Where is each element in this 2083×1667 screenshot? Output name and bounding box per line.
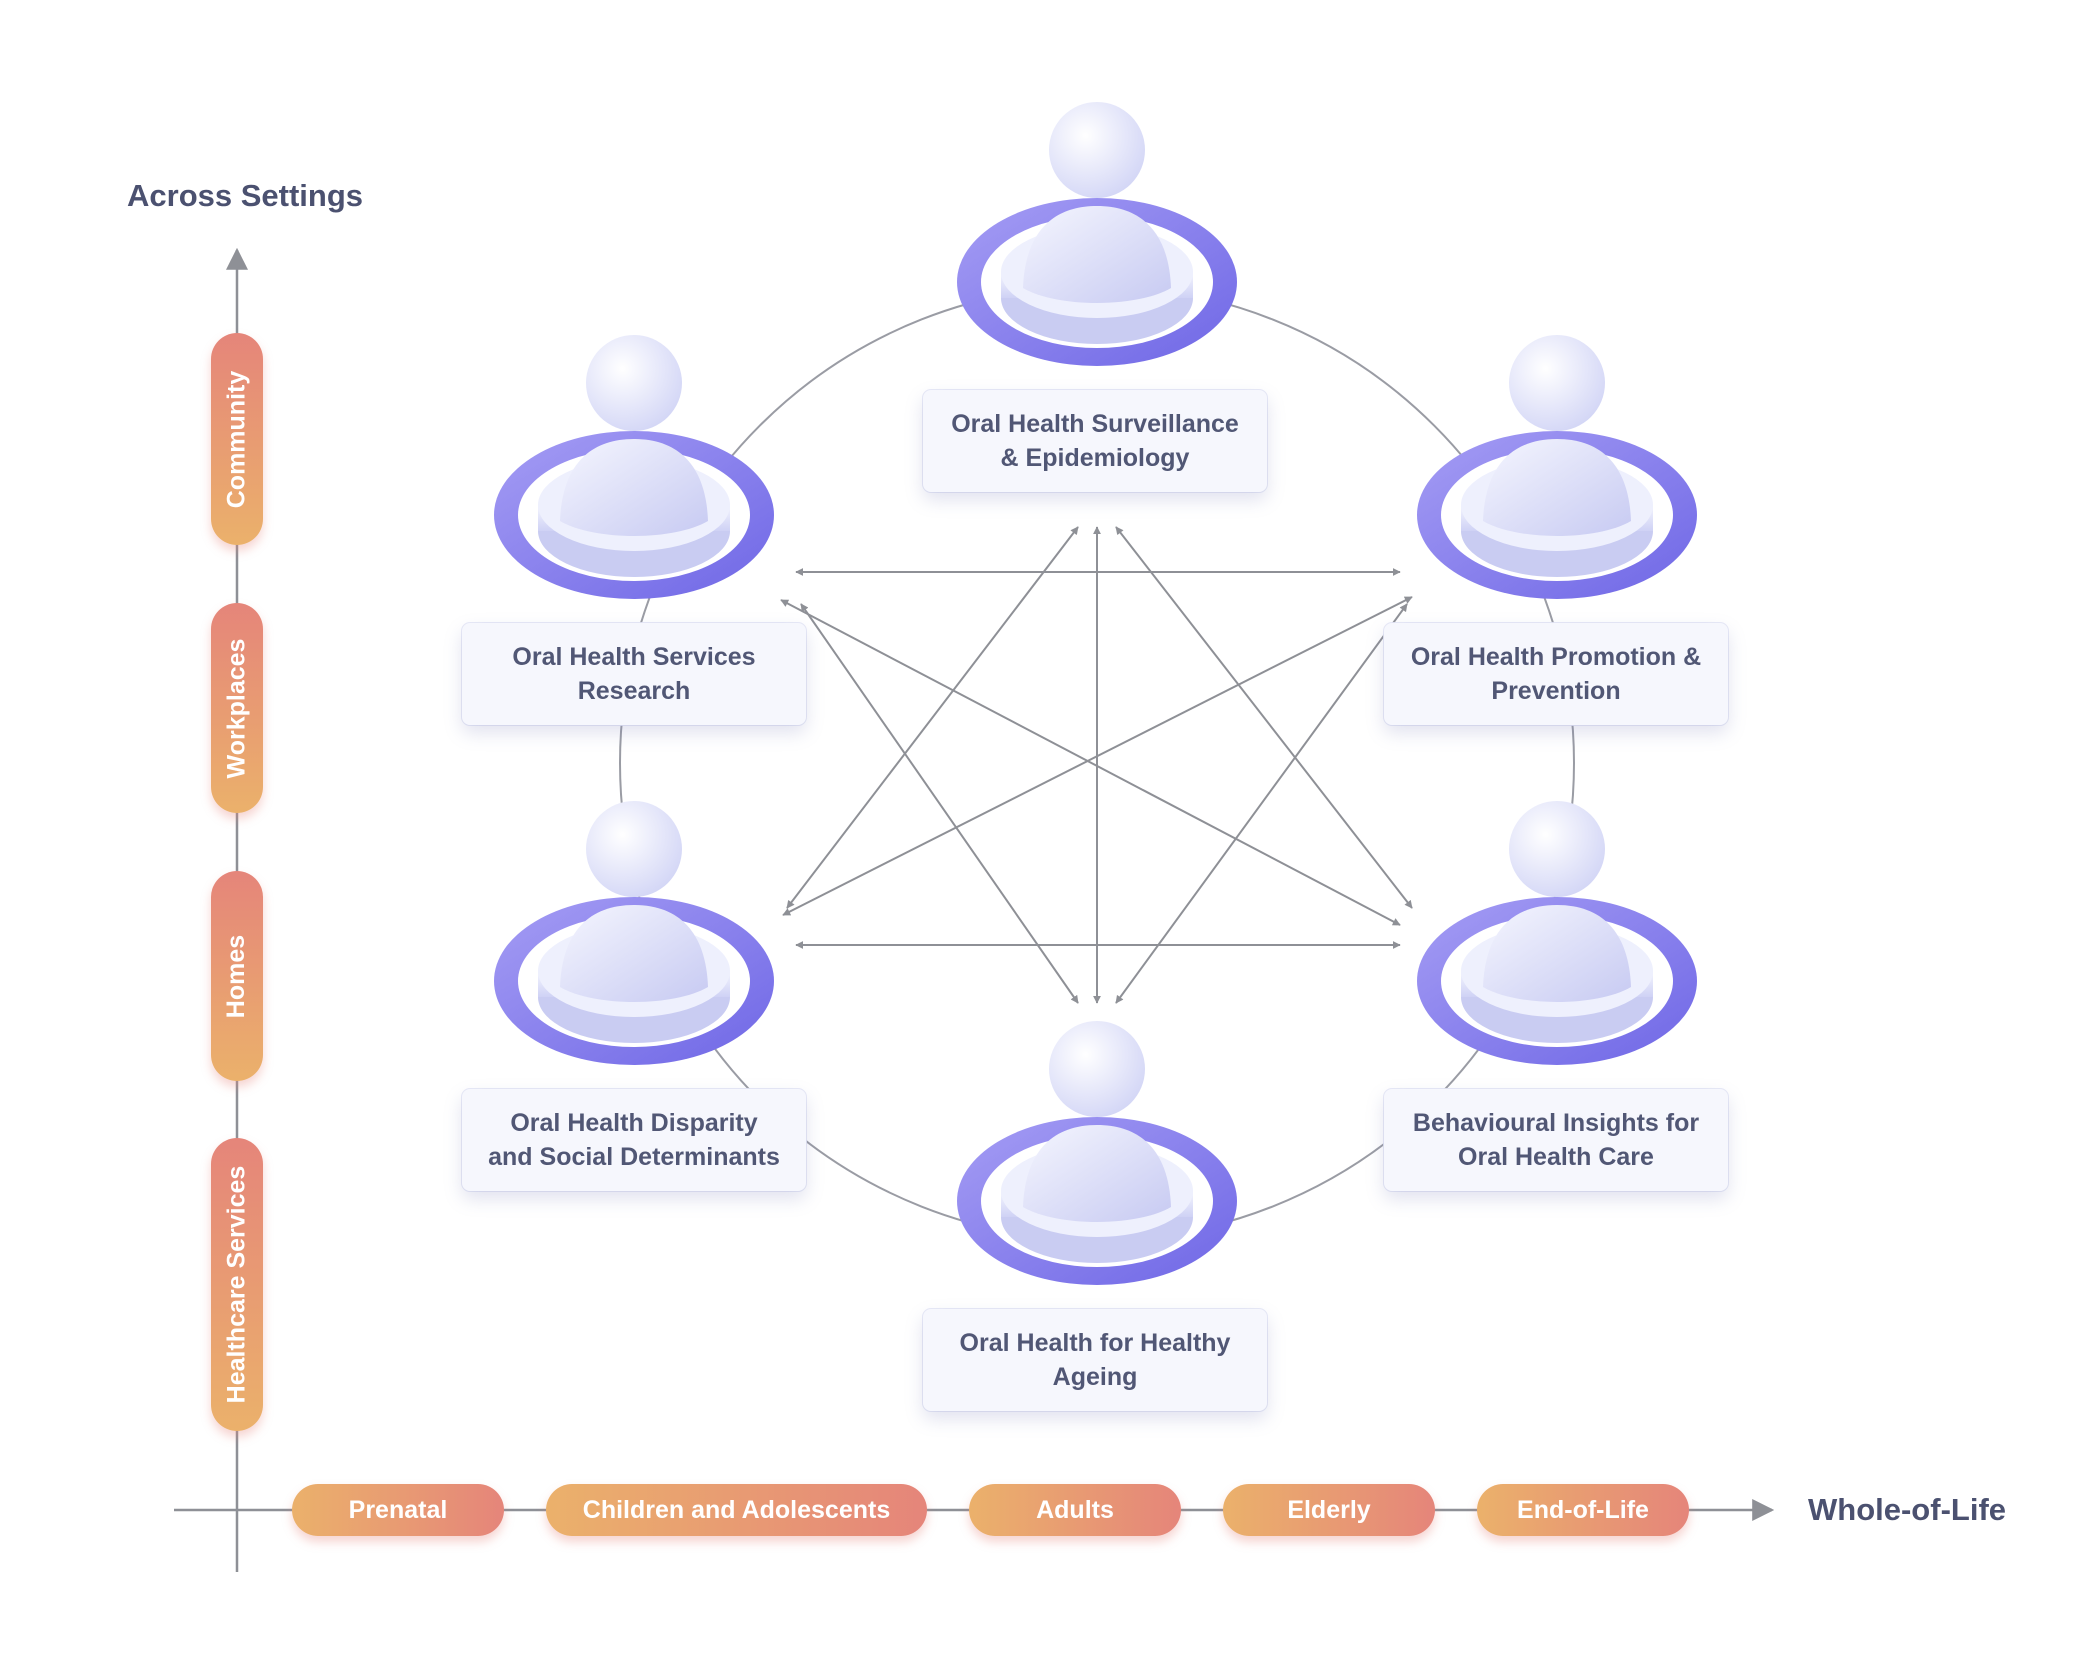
connector-arrow-7 — [800, 603, 1079, 1004]
setting-pill-homes: Homes — [211, 871, 263, 1081]
person-pawn-icon — [957, 102, 1237, 366]
setting-pill-workplaces: Workplaces — [211, 603, 263, 813]
node-label-promotion: Oral Health Promotion &Prevention — [1384, 623, 1728, 725]
setting-pill-community: Community — [211, 333, 263, 545]
stage-pill-adults: Adults — [969, 1484, 1181, 1536]
setting-label: Workplaces — [222, 638, 251, 778]
node-label-surveillance: Oral Health Surveillance& Epidemiology — [923, 390, 1267, 492]
person-pawn-icon — [494, 335, 774, 599]
stage-pill-children: Children and Adolescents — [546, 1484, 927, 1536]
x-axis-title: Whole-of-Life — [1808, 1492, 2007, 1527]
person-pawn-icon — [1417, 335, 1697, 599]
setting-label: Community — [222, 370, 251, 508]
connector-arrow-6 — [1115, 526, 1413, 909]
setting-label: Healthcare Services — [222, 1165, 251, 1404]
y-axis-title: Across Settings — [127, 178, 364, 213]
connector-arrow-3 — [780, 599, 1401, 926]
connector-arrow-5 — [786, 526, 1079, 909]
person-pawn-icon — [1417, 801, 1697, 1065]
setting-pill-healthcare-services: Healthcare Services — [211, 1138, 263, 1431]
setting-label: Homes — [222, 934, 251, 1018]
stage-pill-prenatal: Prenatal — [292, 1484, 504, 1536]
stage-pill-elderly: Elderly — [1223, 1484, 1435, 1536]
connector-arrow-8 — [1115, 603, 1408, 1004]
stage-pill-end-of-life: End-of-Life — [1477, 1484, 1689, 1536]
person-pawn-icon — [957, 1021, 1237, 1285]
person-pawn-icon — [494, 801, 774, 1065]
